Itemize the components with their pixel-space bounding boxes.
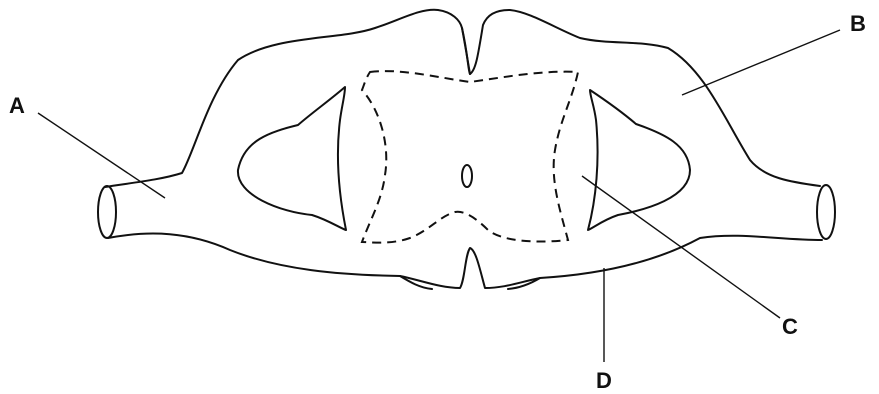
leader-line-c (582, 176, 780, 318)
label-b: B (850, 13, 866, 35)
label-a: A (9, 95, 25, 117)
right-nerve-end (817, 185, 835, 239)
left-chamber (238, 87, 346, 230)
label-d: D (596, 370, 612, 392)
label-c: C (782, 316, 798, 338)
central-canal (462, 165, 472, 187)
leader-line-a (38, 113, 165, 198)
gray-matter-boundary (362, 71, 578, 243)
right-chamber (588, 90, 690, 230)
leader-line-b (682, 30, 840, 95)
dorsal-septum (462, 28, 470, 74)
left-nerve-end (98, 186, 116, 238)
outer-outline (105, 10, 822, 288)
